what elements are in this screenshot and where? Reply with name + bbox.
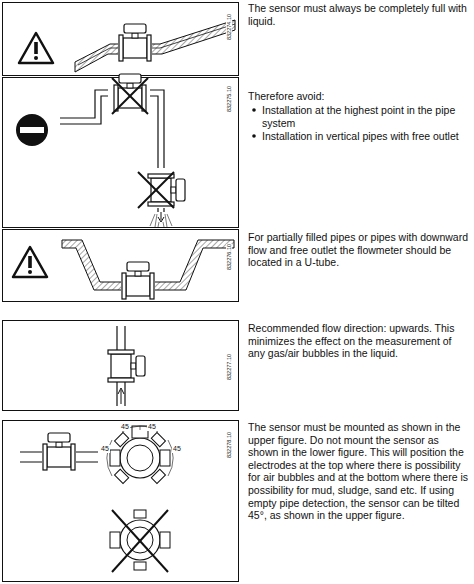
angle-label: 45 xyxy=(172,445,182,453)
figure-number: 832277.10 xyxy=(226,354,232,380)
figure-number: 832276.10 xyxy=(226,244,232,270)
angle-label: 45 xyxy=(147,423,157,431)
instruction-text: The sensor must always be completely ful… xyxy=(248,2,470,27)
instruction-text: The sensor must be mounted as shown in t… xyxy=(248,421,470,522)
instruction-text: For partially filled pipes or pipes with… xyxy=(248,231,470,269)
angle-label: 45 xyxy=(120,423,130,431)
instruction-text: Therefore avoid: xyxy=(248,90,470,103)
bullet-text: Installation at the highest point in the… xyxy=(262,104,470,129)
bullet-text: Installation in vertical pipes with free… xyxy=(262,130,470,143)
figure-number: 832275.10 xyxy=(226,86,232,112)
figure-number: 832278.10 xyxy=(226,432,232,458)
instruction-text: Recommended flow direction: upwards. Thi… xyxy=(248,322,470,360)
angle-label: 45 xyxy=(100,445,110,453)
figure-number: 832274.10 xyxy=(226,14,232,40)
